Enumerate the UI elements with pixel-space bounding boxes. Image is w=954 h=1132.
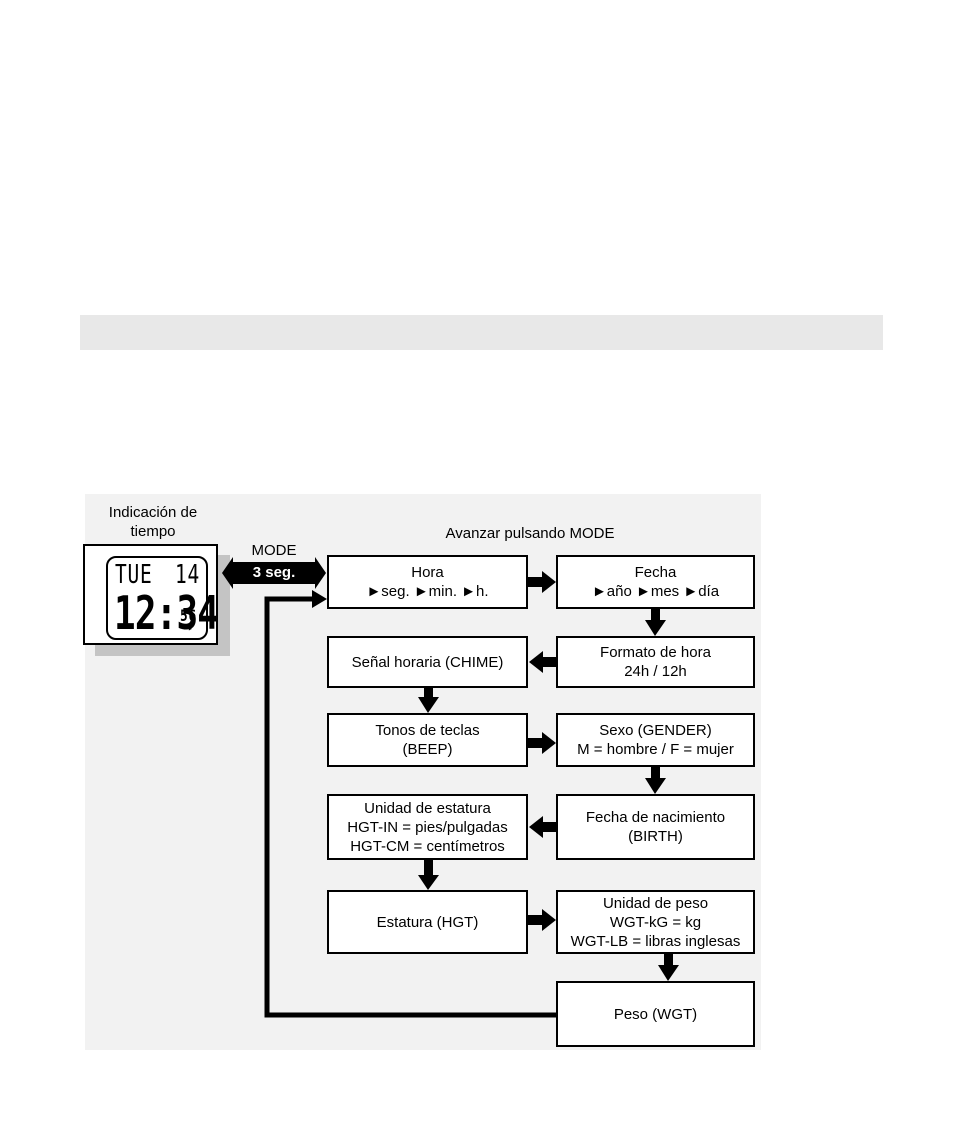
watch-day: TUE — [115, 560, 153, 590]
arrow-height-wunit-head — [542, 909, 556, 931]
mode-duration-label: 3 seg. — [252, 564, 296, 581]
step-beep: Tonos de teclas (BEEP) — [327, 713, 528, 767]
arrow-beep-gender-shaft — [528, 738, 542, 748]
arrow-formato-chime-head — [529, 651, 543, 673]
step-height-unit-option-in: HGT-IN = pies/pulgadas — [347, 818, 508, 836]
step-weight-unit-title: Unidad de peso — [602, 894, 709, 912]
step-fecha-title: Fecha — [634, 564, 677, 581]
step-height-unit-option-cm: HGT-CM = centímetros — [350, 837, 505, 855]
step-formato-detail: 24h / 12h — [624, 663, 687, 680]
step-weight-unit-option-kg: WGT-kG = kg — [609, 913, 702, 931]
step-beep-title: Tonos de teclas — [375, 722, 480, 739]
step-gender-title: Sexo (GENDER) — [599, 722, 712, 739]
step-height-title: Estatura (HGT) — [376, 913, 479, 931]
step-fecha: Fecha ►año ►mes ►día — [556, 555, 755, 609]
arrow-wunit-weight-shaft — [664, 954, 673, 966]
arrow-birth-hunit-head — [529, 816, 543, 838]
arrow-formato-chime-shaft — [542, 657, 556, 667]
mode-arrow-right — [315, 557, 326, 589]
watch-face — [106, 556, 208, 640]
step-weight-unit-option-lb: WGT-LB = libras inglesas — [570, 932, 741, 950]
arrow-gender-birth-shaft — [651, 767, 660, 779]
step-formato: Formato de hora 24h / 12h — [556, 636, 755, 688]
step-chime-title: Señal horaria (CHIME) — [351, 653, 504, 671]
step-birth: Fecha de nacimiento (BIRTH) — [556, 794, 755, 860]
return-arrow-head — [312, 590, 327, 608]
arrow-gender-birth-head — [645, 778, 666, 794]
watch-date: 14 — [175, 560, 200, 590]
arrow-height-wunit-shaft — [528, 915, 542, 925]
step-chime: Señal horaria (CHIME) — [327, 636, 528, 688]
mode-double-arrow — [233, 562, 315, 584]
arrow-fecha-formato-head — [645, 620, 666, 636]
step-weight-title: Peso (WGT) — [613, 1005, 698, 1023]
return-loop-line — [264, 596, 556, 1018]
watch-indicator-icon: ▸ — [188, 624, 194, 633]
step-gender-detail: M = hombre / F = mujer — [577, 741, 734, 758]
arrow-chime-beep-shaft — [424, 688, 433, 698]
arrow-hunit-height-shaft — [424, 860, 433, 876]
step-weight-unit: Unidad de peso WGT-kG = kg WGT-LB = libr… — [556, 890, 755, 954]
arrow-chime-beep-head — [418, 697, 439, 713]
header-band — [80, 315, 883, 350]
step-birth-detail: (BIRTH) — [628, 828, 683, 845]
step-height-unit: Unidad de estatura HGT-IN = pies/pulgada… — [327, 794, 528, 860]
step-hora-detail: ►seg. ►min. ►h. — [366, 583, 489, 600]
arrow-fecha-formato-shaft — [651, 609, 660, 621]
step-hora-title: Hora — [411, 564, 444, 581]
arrow-beep-gender-head — [542, 732, 556, 754]
step-birth-title: Fecha de nacimiento — [585, 809, 726, 826]
watch-title: Indicación de tiempo — [108, 504, 198, 540]
step-weight: Peso (WGT) — [556, 981, 755, 1047]
step-height: Estatura (HGT) — [327, 890, 528, 954]
arrow-hora-fecha-shaft — [528, 577, 542, 587]
mode-arrow-left-top — [222, 557, 233, 573]
advance-label: Avanzar pulsando MODE — [445, 525, 615, 542]
arrow-hora-fecha-head — [542, 571, 556, 593]
step-gender: Sexo (GENDER) M = hombre / F = mujer — [556, 713, 755, 767]
step-beep-detail: (BEEP) — [402, 741, 453, 758]
watch-time: 12:34 — [114, 586, 219, 640]
arrow-birth-hunit-shaft — [542, 822, 556, 832]
step-formato-title: Formato de hora — [600, 644, 711, 661]
arrow-hunit-height-head — [418, 875, 439, 890]
step-height-unit-title: Unidad de estatura — [364, 799, 491, 817]
mode-arrow-left-bottom — [222, 573, 233, 589]
mode-label: MODE — [251, 542, 297, 559]
arrow-wunit-weight-head — [658, 965, 679, 981]
step-fecha-detail: ►año ►mes ►día — [591, 583, 720, 600]
watch-seconds: 56 — [180, 606, 198, 625]
step-hora: Hora ►seg. ►min. ►h. — [327, 555, 528, 609]
